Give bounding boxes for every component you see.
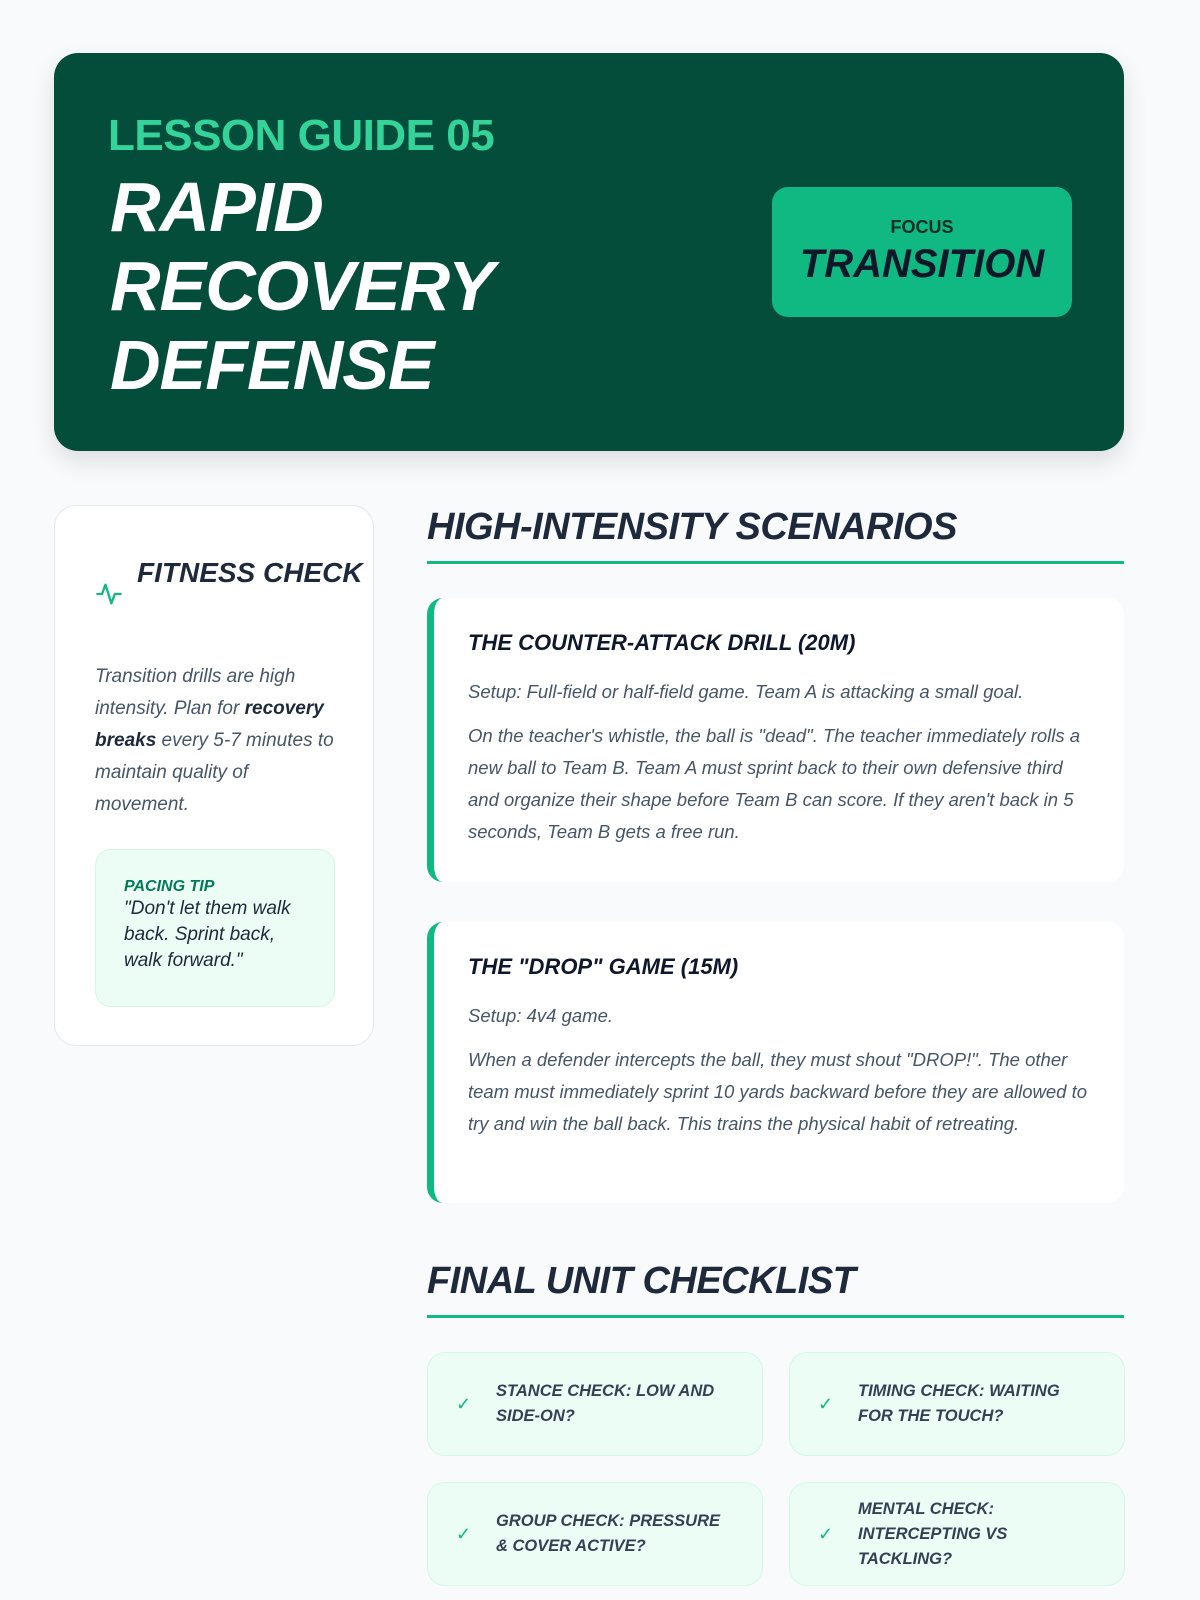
checklist-item: ✓ Mental Check: Intercepting vs tackling? bbox=[789, 1482, 1125, 1586]
scenario-card: THE COUNTER-ATTACK DRILL (20M) Setup: Fu… bbox=[427, 598, 1124, 882]
focus-label: FOCUS bbox=[890, 217, 954, 237]
checklist-item-text: Timing Check: Waiting for the touch? bbox=[858, 1382, 1060, 1425]
hero-banner: LESSON GUIDE 05 RAPID RECOVERY DEFENSE F… bbox=[54, 53, 1124, 451]
scenario-card: THE "DROP" GAME (15M) Setup: 4v4 game. W… bbox=[427, 922, 1124, 1203]
scenario-setup: Setup: 4v4 game. bbox=[468, 1005, 614, 1026]
check-icon: ✓ bbox=[456, 1523, 472, 1544]
checklist-item-text: Stance Check: Low and side-on? bbox=[496, 1382, 715, 1425]
scenario-body: On the teacher's whistle, the ball is "d… bbox=[468, 725, 1081, 842]
check-icon: ✓ bbox=[818, 1393, 834, 1414]
checklist-item: ✓ Group Check: Pressure & cover active? bbox=[427, 1482, 763, 1586]
fitness-check-card: FITNESS CHECK Transition drills are high… bbox=[54, 505, 374, 1046]
activity-pulse-icon bbox=[96, 583, 122, 605]
text-bold: recovery breaks bbox=[95, 698, 324, 751]
pacing-tip: PACING TIP "Don't let them walk back. Sp… bbox=[95, 849, 335, 1007]
text-part: every 5-7 minutes to maintain quality of… bbox=[95, 730, 334, 815]
checklist-item-text: Group Check: Pressure & cover active? bbox=[496, 1512, 720, 1555]
text-part: Transition drills are high intensity. Pl… bbox=[95, 666, 296, 719]
checklist-item: ✓ Timing Check: Waiting for the touch? bbox=[789, 1352, 1125, 1456]
page-title: RAPID RECOVERY DEFENSE bbox=[110, 168, 493, 404]
fitness-check-text: Transition drills are high intensity. Pl… bbox=[95, 661, 345, 821]
focus-value: TRANSITION bbox=[799, 242, 1045, 286]
check-icon: ✓ bbox=[456, 1393, 472, 1414]
fitness-check-title: FITNESS CHECK bbox=[137, 557, 363, 588]
pacing-tip-quote: "Don't let them walk back. Sprint back, … bbox=[124, 898, 291, 971]
pacing-tip-label: PACING TIP bbox=[124, 878, 215, 895]
checklist-heading: FINAL UNIT CHECKLIST bbox=[427, 1260, 1124, 1318]
scenario-title: THE "DROP" GAME (15M) bbox=[468, 954, 739, 979]
checklist-item-text: Mental Check: Intercepting vs tackling? bbox=[858, 1499, 1008, 1568]
scenario-body: When a defender intercepts the ball, the… bbox=[468, 1049, 1088, 1134]
scenario-setup: Setup: Full-field or half-field game. Te… bbox=[468, 681, 1024, 702]
check-icon: ✓ bbox=[818, 1523, 834, 1544]
scenario-title: THE COUNTER-ATTACK DRILL (20M) bbox=[468, 630, 856, 655]
focus-badge: FOCUS TRANSITION bbox=[772, 187, 1072, 317]
checklist-item: ✓ Stance Check: Low and side-on? bbox=[427, 1352, 763, 1456]
lesson-kicker: LESSON GUIDE 05 bbox=[108, 111, 495, 160]
scenarios-heading: HIGH-INTENSITY SCENARIOS bbox=[427, 506, 1124, 564]
